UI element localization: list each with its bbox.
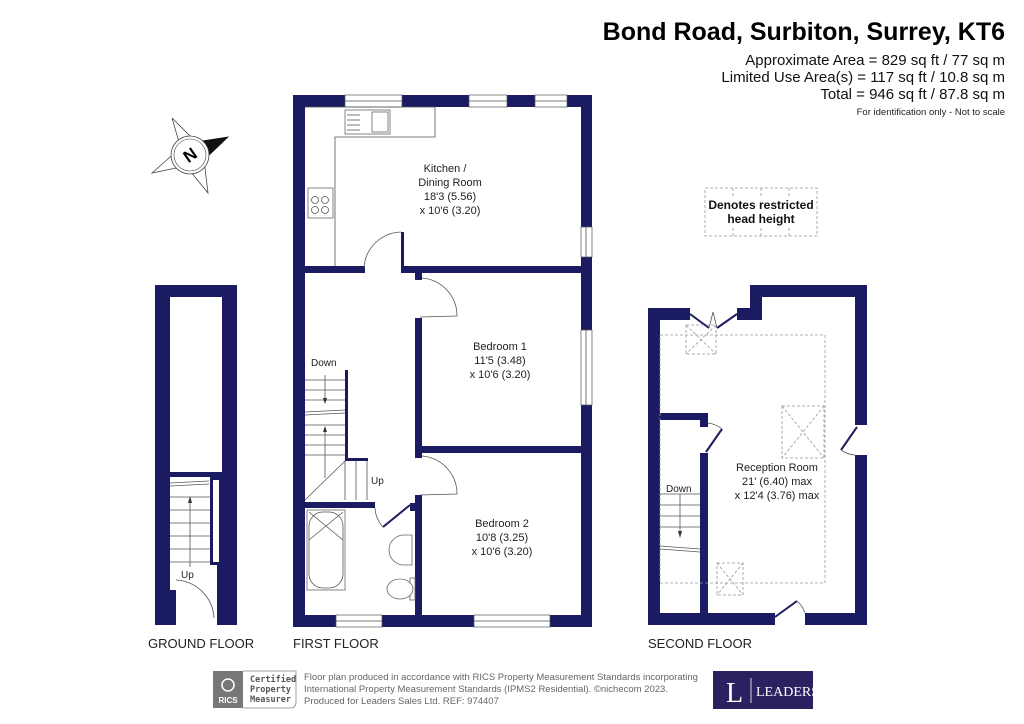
leaders-logo: L LEADERS (713, 671, 819, 709)
wall (660, 413, 708, 420)
bedroom1-dim-1: 11'5 (3.48) (474, 355, 525, 367)
reception-dim-2: x 12'4 (3.76) max (735, 490, 820, 502)
limited-use-area: Limited Use Area(s) = 117 sq ft / 10.8 s… (721, 69, 1005, 86)
footer-line-1: Floor plan produced in accordance with R… (304, 672, 698, 683)
staircase (169, 480, 210, 567)
door-swing (419, 277, 458, 318)
first-floor-plan: Kitchen / Dining Room 18'3 (5.56) x 10'6… (293, 94, 593, 651)
wall (648, 308, 690, 320)
first-floor-label: FIRST FLOOR (293, 636, 379, 651)
rics-badge-line-3: Measurer (250, 695, 291, 705)
toilet-icon (386, 578, 414, 600)
skylight-icon (781, 405, 825, 459)
wall (415, 495, 422, 615)
stairs-down-label: Down (311, 358, 337, 369)
legend-line-2: head height (727, 212, 794, 226)
kitchen-name-1: Kitchen / (424, 163, 468, 175)
bedroom1-name: Bedroom 1 (473, 341, 527, 353)
stairs-up-label: Up (181, 570, 194, 581)
basin-icon (388, 534, 413, 566)
wall (700, 453, 708, 615)
reception-dim-1: 21' (6.40) max (742, 476, 812, 488)
kitchen-worktop (305, 106, 436, 266)
disclaimer: For identification only - Not to scale (857, 107, 1005, 118)
staircase (659, 493, 701, 553)
second-floor-plan: Reception Room 21' (6.40) max x 12'4 (3.… (648, 285, 867, 651)
property-title: Bond Road, Surbiton, Surrey, KT6 (603, 18, 1005, 46)
rics-badge-line-2: Property (250, 685, 291, 695)
total-area: Total = 946 sq ft / 87.8 sq m (820, 86, 1005, 103)
wall (855, 455, 867, 625)
wall (855, 285, 867, 425)
rics-badge-line-1: Certified (250, 674, 296, 685)
door-swing (175, 579, 215, 619)
bedroom2-name: Bedroom 2 (475, 518, 529, 530)
door-swing (419, 455, 458, 496)
wall (648, 308, 660, 625)
window (580, 226, 593, 258)
legend-line-1: Denotes restricted (708, 198, 813, 212)
rics-badge: RICS Certified Property Measurer (213, 670, 297, 709)
wall (805, 613, 867, 625)
staircase (304, 370, 368, 501)
kitchen-dim-2: x 10'6 (3.20) (420, 205, 481, 217)
stairs-up-label: Up (371, 476, 384, 487)
bath-icon (306, 509, 346, 591)
hob-icon (307, 187, 334, 219)
reception-name: Reception Room (736, 462, 818, 474)
footer-line-3: Produced for Leaders Sales Ltd. REF: 974… (304, 696, 499, 707)
ground-floor-label: GROUND FLOOR (148, 636, 254, 651)
window (580, 329, 593, 406)
wall (401, 266, 581, 273)
compass-north-icon: N (150, 117, 230, 195)
wall (305, 502, 375, 508)
wall (305, 266, 365, 273)
leaders-logo-name: LEADERS (756, 685, 819, 700)
footer-line-2: International Property Measurement Stand… (304, 684, 668, 695)
door-swing (363, 231, 402, 269)
skylight-icon (716, 562, 744, 596)
kitchen-name-2: Dining Room (418, 177, 482, 189)
skylight-icon (685, 324, 717, 355)
bedroom2-dim-2: x 10'6 (3.20) (472, 546, 533, 558)
restricted-height-legend: Denotes restricted head height (704, 187, 818, 237)
ground-floor-plan: Up GROUND FLOOR (148, 285, 254, 651)
leaders-logo-letter: L (726, 678, 743, 709)
wall (415, 318, 422, 458)
wall (648, 613, 775, 625)
wall (422, 446, 581, 453)
bedroom2-dim-1: 10'8 (3.25) (476, 532, 528, 544)
rics-logo-text: RICS (218, 696, 238, 705)
wall (750, 285, 867, 297)
approximate-area: Approximate Area = 829 sq ft / 77 sq m (745, 52, 1005, 69)
bedroom1-dim-2: x 10'6 (3.20) (470, 369, 531, 381)
kitchen-dim-1: 18'3 (5.56) (424, 191, 476, 203)
stairs-down-label: Down (666, 484, 692, 495)
second-floor-label: SECOND FLOOR (648, 636, 752, 651)
restricted-height-area (659, 334, 826, 584)
wall (293, 95, 305, 627)
